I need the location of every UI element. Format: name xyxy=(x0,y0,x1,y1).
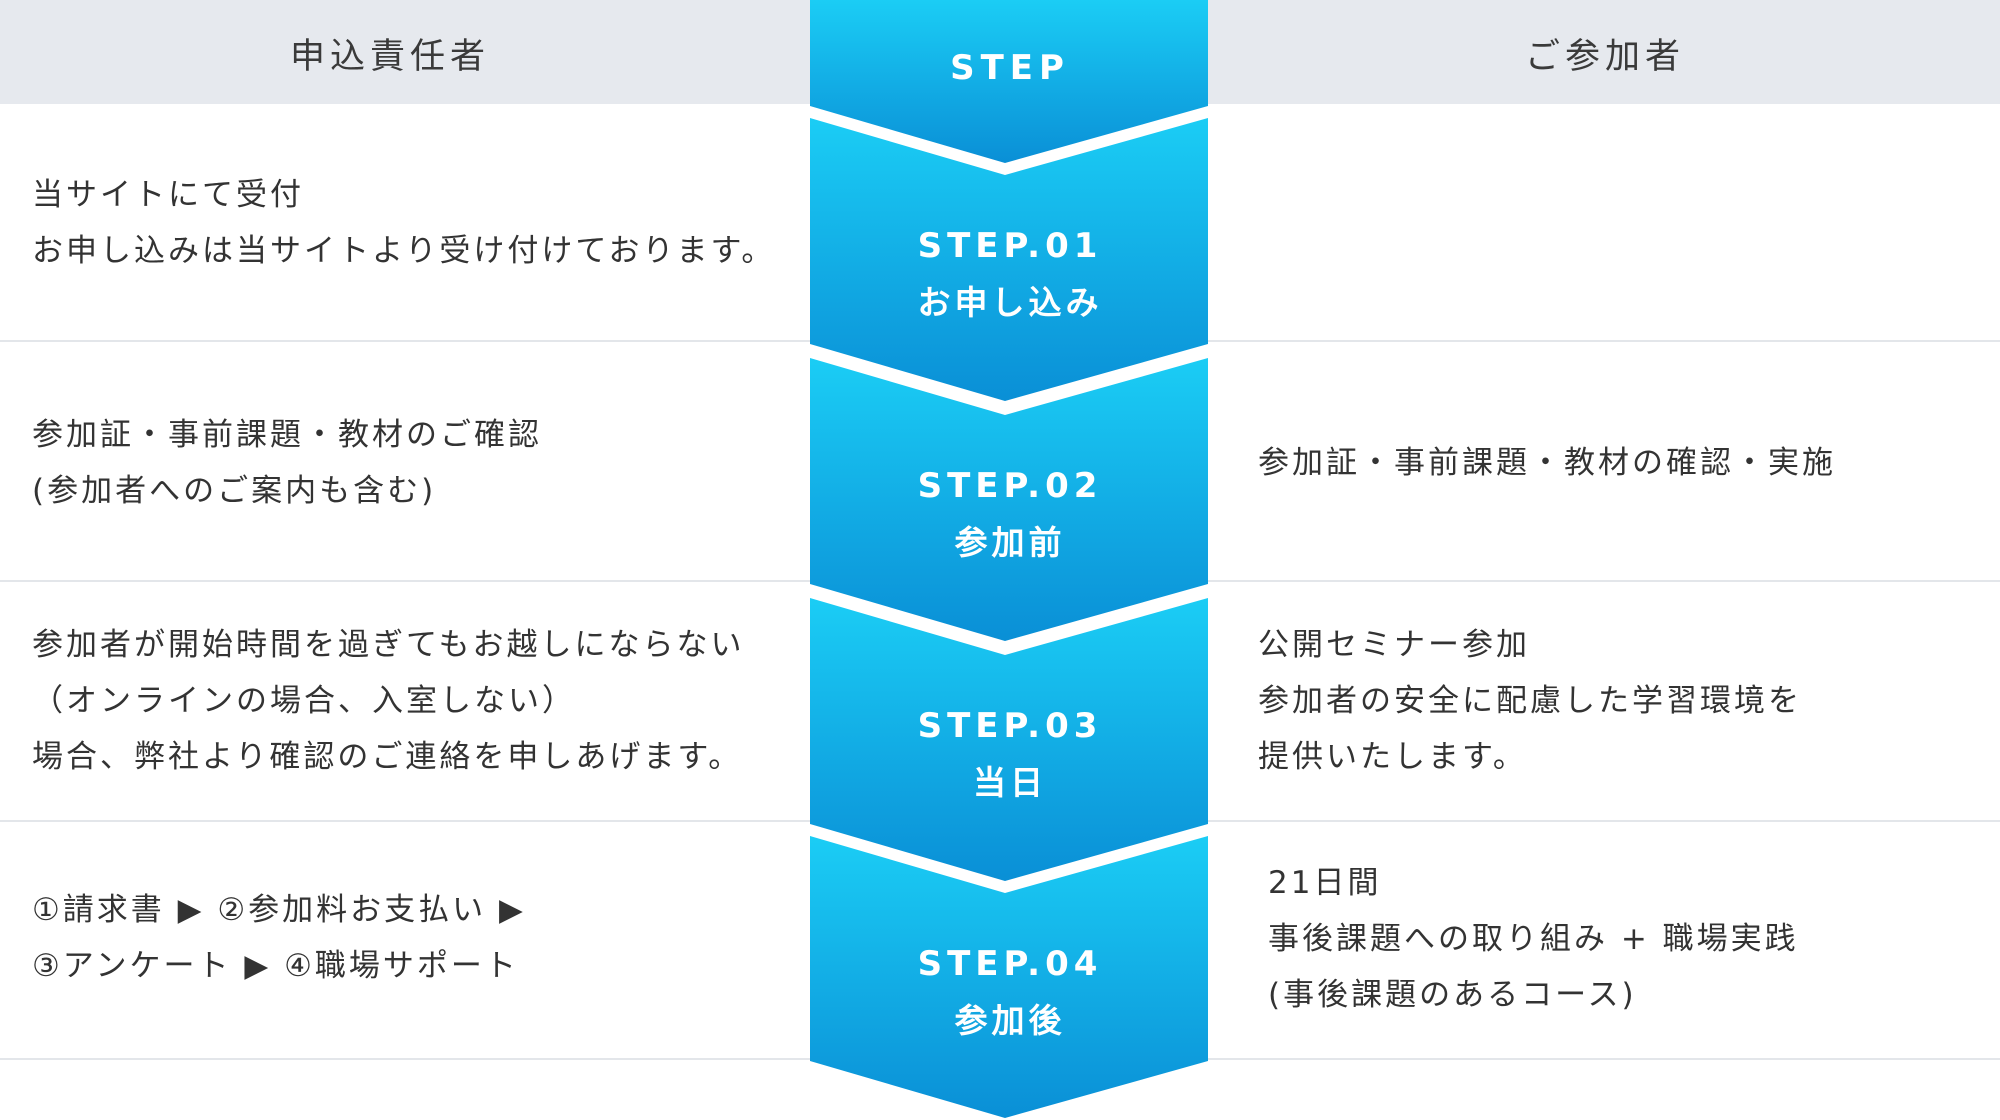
step-02-name: 参加前 xyxy=(954,523,1066,562)
step-03-chevron xyxy=(810,598,1208,881)
step-02-participant-text: 参加証・事前課題・教材の確認・実施 xyxy=(1258,445,1836,481)
step-header-chevron xyxy=(810,0,1208,163)
step-02-applicant-text: 参加証・事前課題・教材のご確認 (参加者へのご案内も含む) xyxy=(32,417,542,509)
step-04-applicant-text: ①請求書 ▶ ②参加料お支払い ▶ ③アンケート ▶ ④職場サポート xyxy=(32,892,526,984)
step-01-label: STEP.01 お申し込み xyxy=(810,225,1210,324)
step-01-applicant-text: 当サイトにて受付 お申し込みは当サイトより受け付けております。 xyxy=(32,177,776,269)
step-04-chevron xyxy=(810,836,1208,1118)
step-04-number: STEP.04 xyxy=(917,944,1103,984)
step-04-name: 参加後 xyxy=(954,1001,1066,1040)
step-03-label: STEP.03 当日 xyxy=(810,705,1210,804)
step-02-chevron xyxy=(810,358,1208,641)
step-03-number: STEP.03 xyxy=(917,706,1103,746)
step-column-title: STEP xyxy=(950,48,1070,88)
step-02-number: STEP.02 xyxy=(917,466,1103,506)
step-01-chevron xyxy=(810,118,1208,401)
applicant-column-title: 申込責任者 xyxy=(289,37,490,77)
step-04-label: STEP.04 参加後 xyxy=(810,943,1210,1042)
participant-column-title: ご参加者 xyxy=(1524,37,1685,77)
step-03-participant-text: 公開セミナー参加 参加者の安全に配慮した学習環境を 提供いたします。 xyxy=(1258,627,1802,775)
step-01-name: お申し込み xyxy=(917,283,1103,322)
step-03-applicant-text: 参加者が開始時間を過ぎてもお越しにならない （オンラインの場合、入室しない） 場… xyxy=(32,627,745,775)
step-03-name: 当日 xyxy=(973,763,1047,802)
step-01-number: STEP.01 xyxy=(917,226,1103,266)
step-04-participant-text: 21日間 事後課題への取り組み + 職場実践 (事後課題のあるコース) xyxy=(1268,865,1799,1013)
step-02-label: STEP.02 参加前 xyxy=(810,465,1210,564)
